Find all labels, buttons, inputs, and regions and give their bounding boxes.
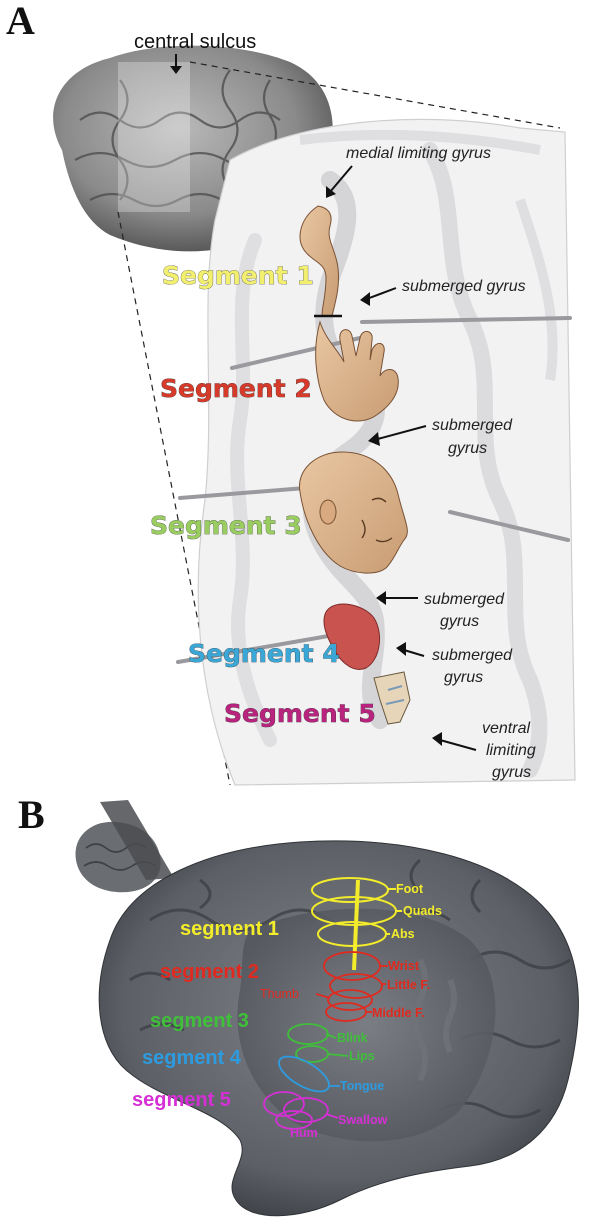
homunculus-hand	[315, 320, 399, 422]
b-segment-4-label: segment 4	[142, 1047, 242, 1069]
b-segment-2-label: segment 2	[160, 961, 259, 983]
segment-5-ellipses	[263, 1091, 339, 1130]
submerged-3-arrow	[376, 591, 386, 605]
foot-label: Foot	[396, 882, 424, 896]
segment-4-ellipses	[278, 1055, 340, 1093]
medial-limiting-arrow	[329, 165, 353, 193]
panel-a: A central sulcus	[6, 0, 576, 786]
submerged-gyrus-4-label: submerged	[432, 647, 513, 664]
submerged-gyrus-3-label: submerged	[424, 591, 505, 608]
ventral-limiting-arrow	[432, 732, 442, 746]
submerged-4-arrow	[396, 642, 406, 656]
segment-5-label: Segment 5	[224, 699, 376, 728]
little-finger-label: Little F.	[387, 978, 430, 992]
submerged-1-arrow	[360, 292, 370, 306]
central-sulcus-label: central sulcus	[134, 31, 256, 53]
projection-line-top	[189, 61, 561, 129]
panel-a-letter: A	[6, 0, 35, 43]
blink-label: Blink	[337, 1031, 368, 1045]
segment-3-label: Segment 3	[150, 511, 302, 540]
homunculus-face	[299, 451, 408, 574]
thumb-label: Thumb	[260, 987, 299, 1001]
ventral-limiting-gyrus-label: ventral	[482, 720, 530, 737]
thumbnail-brain	[75, 800, 174, 893]
submerged-gyrus-2-label: submerged	[432, 417, 513, 434]
segment-1-label: Segment 1	[162, 261, 314, 290]
panel-b: B segment 1 segment 2 segment 3 segment …	[18, 792, 579, 1217]
homunculus-tongue	[323, 603, 381, 670]
b-segment-3-label: segment 3	[150, 1010, 249, 1032]
segment-3-ellipses	[287, 1023, 349, 1063]
segment-1-ellipses	[311, 877, 402, 971]
highlight-box	[118, 62, 190, 212]
exposed-insula	[237, 908, 496, 1142]
submerged-2-arrow	[368, 432, 380, 446]
submerged-gyrus-1-label: submerged gyrus	[402, 278, 526, 295]
b-segment-1-label: segment 1	[180, 918, 279, 940]
submerged-gyrus-4-label-line2: gyrus	[444, 669, 483, 686]
quads-label: Quads	[403, 904, 442, 918]
middle-finger-label: Middle F.	[372, 1006, 425, 1020]
medial-limiting-gyrus-label: medial limiting gyrus	[346, 145, 491, 162]
b-segment-5-label: segment 5	[132, 1089, 231, 1111]
brain-3d	[98, 840, 579, 1217]
cutting-plane	[100, 800, 174, 880]
lips-label: Lips	[349, 1049, 375, 1063]
submerged-gyrus-3-label-line2: gyrus	[440, 613, 479, 630]
segment-2-label: Segment 2	[160, 374, 312, 403]
homunculus-leg	[299, 205, 342, 318]
submerged-gyrus-2-label-line2: gyrus	[448, 440, 487, 457]
hum-label: Hum	[290, 1126, 318, 1140]
swallow-label: Swallow	[338, 1113, 388, 1127]
ventral-limiting-gyrus-label-line2: limiting	[486, 742, 536, 759]
tongue-label: Tongue	[340, 1079, 384, 1093]
segment-4-label: Segment 4	[188, 639, 340, 668]
abs-label: Abs	[391, 927, 415, 941]
wrist-label: Wrist	[388, 959, 420, 973]
homunculus-throat	[373, 671, 411, 725]
ventral-limiting-gyrus-label-line3: gyrus	[492, 764, 531, 781]
segment-2-ellipses	[315, 951, 388, 1022]
panel-b-letter: B	[18, 792, 45, 837]
